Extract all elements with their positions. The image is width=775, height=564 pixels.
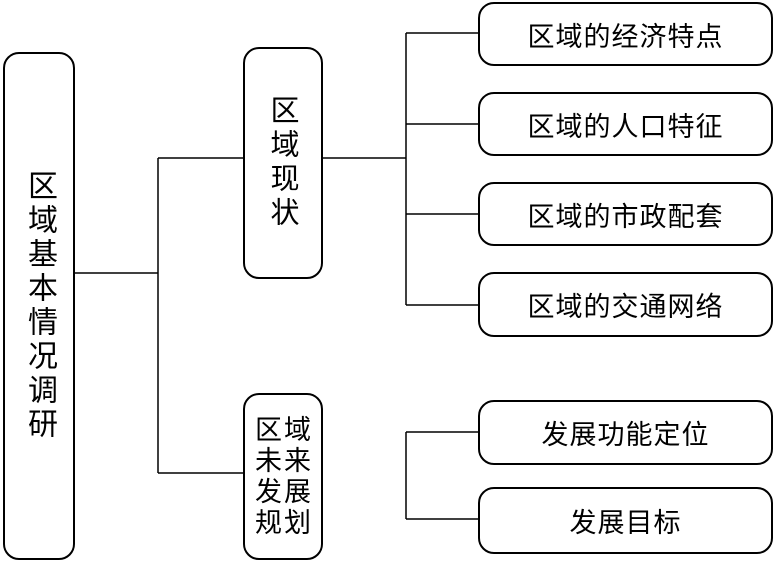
branch-node-future-plan: 区 未 发 规 域 来 展 划 [243, 393, 323, 560]
leaf-label: 区域的人口特征 [527, 111, 724, 143]
leaf-label: 区域的市政配套 [527, 201, 724, 233]
branch-label-char: 来 [284, 445, 311, 477]
root-node: 区域基本情况调研 [3, 52, 75, 560]
leaf-label: 发展目标 [569, 508, 682, 539]
leaf-label: 区域的经济特点 [527, 21, 724, 53]
root-label: 区域基本情况调研 [22, 170, 57, 442]
leaf-label: 区域的交通网络 [527, 292, 724, 323]
leaf-node: 区域的市政配套 [478, 182, 773, 246]
leaf-node: 发展功能定位 [478, 400, 773, 465]
branch-label-char: 未 [255, 445, 282, 477]
branch-label-char: 展 [284, 476, 311, 508]
branch-node-current-status: 区域现状 [243, 47, 323, 279]
leaf-node: 区域的交通网络 [478, 272, 773, 337]
leaf-label: 发展功能定位 [541, 420, 710, 451]
leaf-node: 区域的人口特征 [478, 92, 773, 156]
leaf-node: 发展目标 [478, 487, 773, 554]
branch-label-grid: 区 未 发 规 域 来 展 划 [255, 415, 311, 539]
branch-label-char: 区 [255, 414, 282, 446]
branch-label-char: 发 [255, 476, 282, 508]
branch-label-char: 规 [255, 507, 282, 539]
branch-label-char: 划 [284, 507, 311, 539]
leaf-node: 区域的经济特点 [478, 2, 773, 66]
branch-label-char: 域 [284, 414, 311, 446]
branch-label: 区域现状 [266, 95, 300, 231]
